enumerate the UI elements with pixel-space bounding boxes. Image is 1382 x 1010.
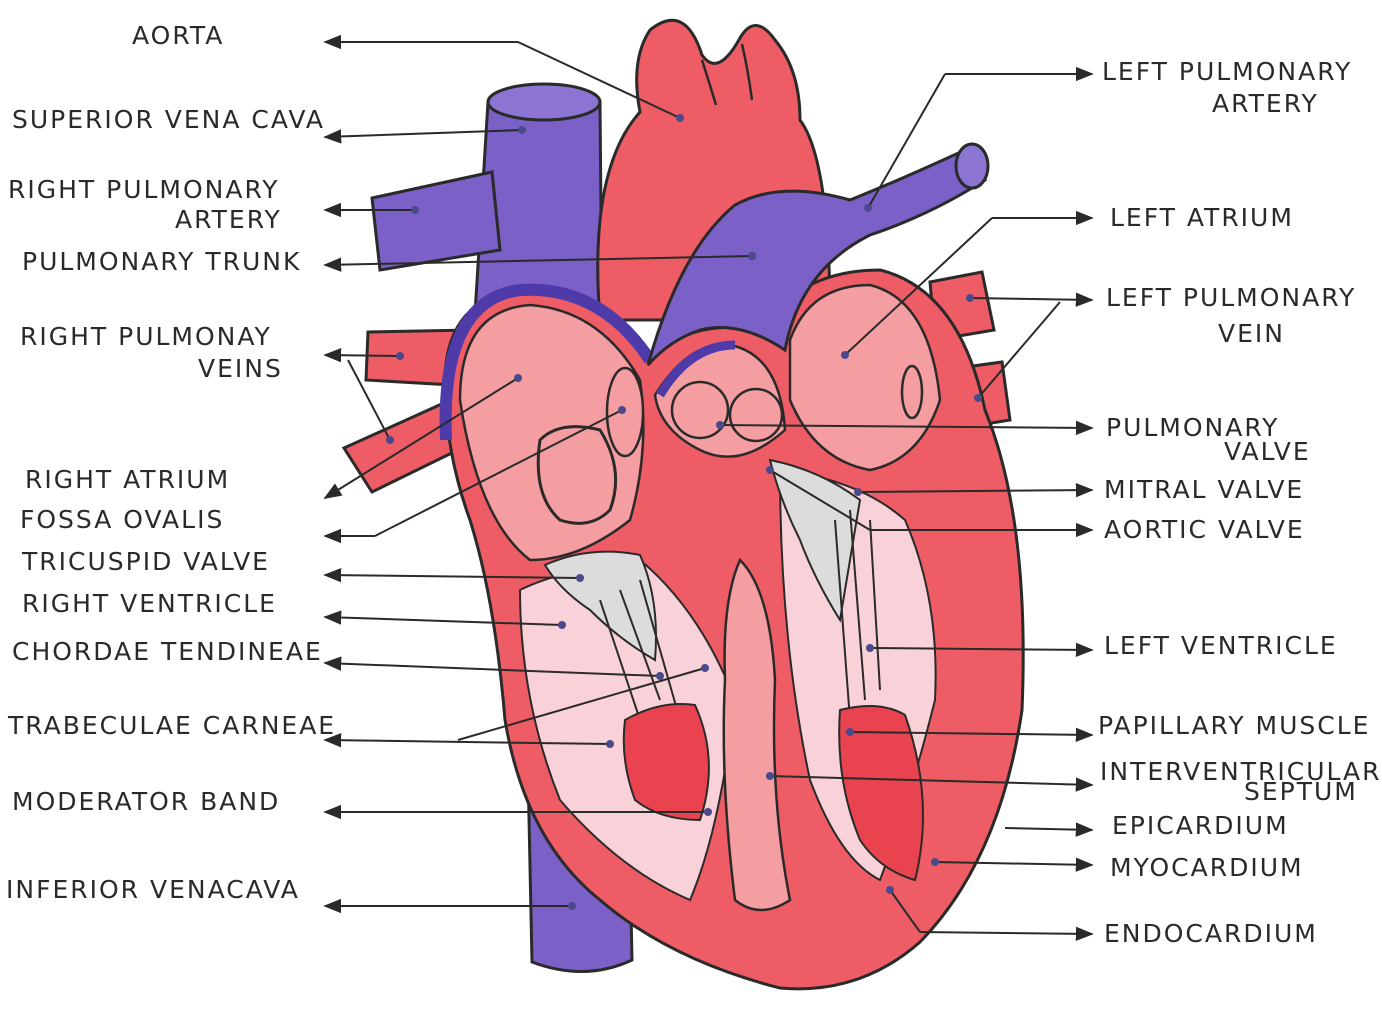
right-labels: LEFT PULMONARY ARTERY LEFT ATRIUM LEFT P… bbox=[1098, 57, 1382, 948]
pulmonary-trunk-shape bbox=[646, 148, 988, 366]
label-left-pulmonary-vein-2: VEIN bbox=[1218, 319, 1285, 348]
label-left-ventricle: LEFT VENTRICLE bbox=[1104, 631, 1338, 660]
superior-vena-cava-opening bbox=[486, 82, 602, 122]
mitral-valve-shape bbox=[768, 458, 862, 623]
label-papillary-muscle: PAPILLARY MUSCLE bbox=[1098, 711, 1370, 740]
label-interventricular-septum-1: INTERVENTRICULAR bbox=[1100, 757, 1382, 786]
right-pulmonary-artery-shape bbox=[370, 170, 502, 272]
leader-lines bbox=[323, 34, 1094, 942]
label-right-pulmonary-artery-1: RIGHT PULMONARY bbox=[8, 175, 280, 204]
label-left-pulmonary-artery-1: LEFT PULMONARY bbox=[1102, 57, 1352, 86]
label-right-pulmonary-artery-2: ARTERY bbox=[175, 205, 282, 234]
label-moderator-band: MODERATOR BAND bbox=[12, 787, 280, 816]
label-pulmonary-trunk: PULMONARY TRUNK bbox=[22, 247, 301, 276]
label-right-pulmonary-veins-2: VEINS bbox=[198, 354, 283, 383]
label-left-pulmonary-vein-1: LEFT PULMONARY bbox=[1106, 283, 1356, 312]
label-right-atrium: RIGHT ATRIUM bbox=[25, 465, 230, 494]
fossa-ovalis-shape bbox=[536, 425, 618, 525]
label-epicardium: EPICARDIUM bbox=[1112, 811, 1289, 840]
papillary-muscle-right bbox=[622, 703, 710, 822]
left-pulmonary-artery-opening bbox=[954, 142, 990, 190]
label-endocardium: ENDOCARDIUM bbox=[1104, 919, 1318, 948]
label-tricuspid-valve: TRICUSPID VALVE bbox=[21, 547, 270, 576]
label-right-ventricle: RIGHT VENTRICLE bbox=[22, 589, 277, 618]
left-labels: AORTA SUPERIOR VENA CAVA RIGHT PULMONARY… bbox=[6, 21, 336, 904]
label-fossa-ovalis: FOSSA OVALIS bbox=[20, 505, 224, 534]
label-superior-vena-cava: SUPERIOR VENA CAVA bbox=[12, 105, 325, 134]
label-left-pulmonary-artery-2: ARTERY bbox=[1212, 89, 1319, 118]
label-trabeculae-carneae: TRABECULAE CARNEAE bbox=[7, 711, 336, 740]
papillary-muscle-left bbox=[838, 705, 924, 882]
leader-dots bbox=[386, 114, 982, 910]
label-pulmonary-valve-2: VALVE bbox=[1224, 437, 1311, 466]
label-interventricular-septum-2: SEPTUM bbox=[1244, 777, 1358, 806]
left-atrium-shape bbox=[788, 283, 942, 472]
label-myocardium: MYOCARDIUM bbox=[1110, 853, 1304, 882]
label-mitral-valve: MITRAL VALVE bbox=[1104, 475, 1304, 504]
label-chordae-tendineae: CHORDAE TENDINEAE bbox=[12, 637, 323, 666]
label-left-atrium: LEFT ATRIUM bbox=[1110, 203, 1294, 232]
label-inferior-venacava: INFERIOR VENACAVA bbox=[6, 875, 300, 904]
label-pulmonary-valve-1: PULMONARY bbox=[1106, 413, 1279, 442]
label-aorta: AORTA bbox=[132, 21, 224, 50]
label-right-pulmonary-veins-1: RIGHT PULMONAY bbox=[20, 322, 272, 351]
interventricular-septum-shape bbox=[722, 557, 792, 912]
label-aortic-valve: AORTIC VALVE bbox=[1104, 515, 1305, 544]
